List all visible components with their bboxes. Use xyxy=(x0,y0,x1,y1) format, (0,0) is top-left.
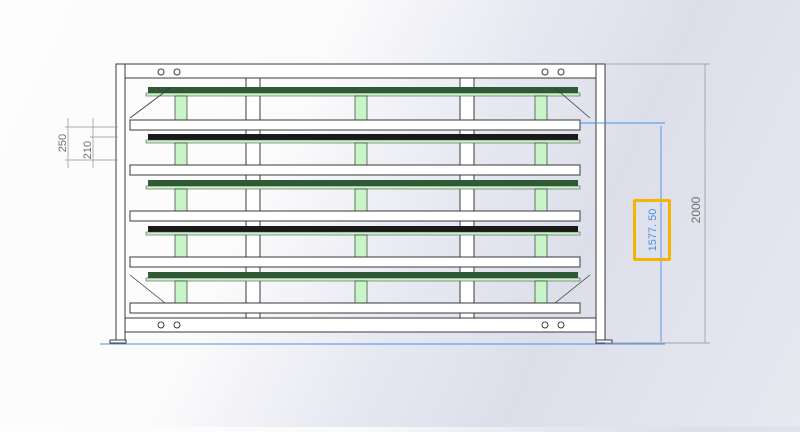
left-dimensions xyxy=(65,118,118,168)
dim-250: 250 xyxy=(57,134,69,152)
tiers xyxy=(129,87,581,314)
dim-1577-50[interactable]: 1577. 50 xyxy=(647,209,659,252)
dim-210: 210 xyxy=(82,141,94,159)
dim-2000: 2000 xyxy=(689,196,703,223)
selected-dimension-highlight xyxy=(633,199,671,261)
